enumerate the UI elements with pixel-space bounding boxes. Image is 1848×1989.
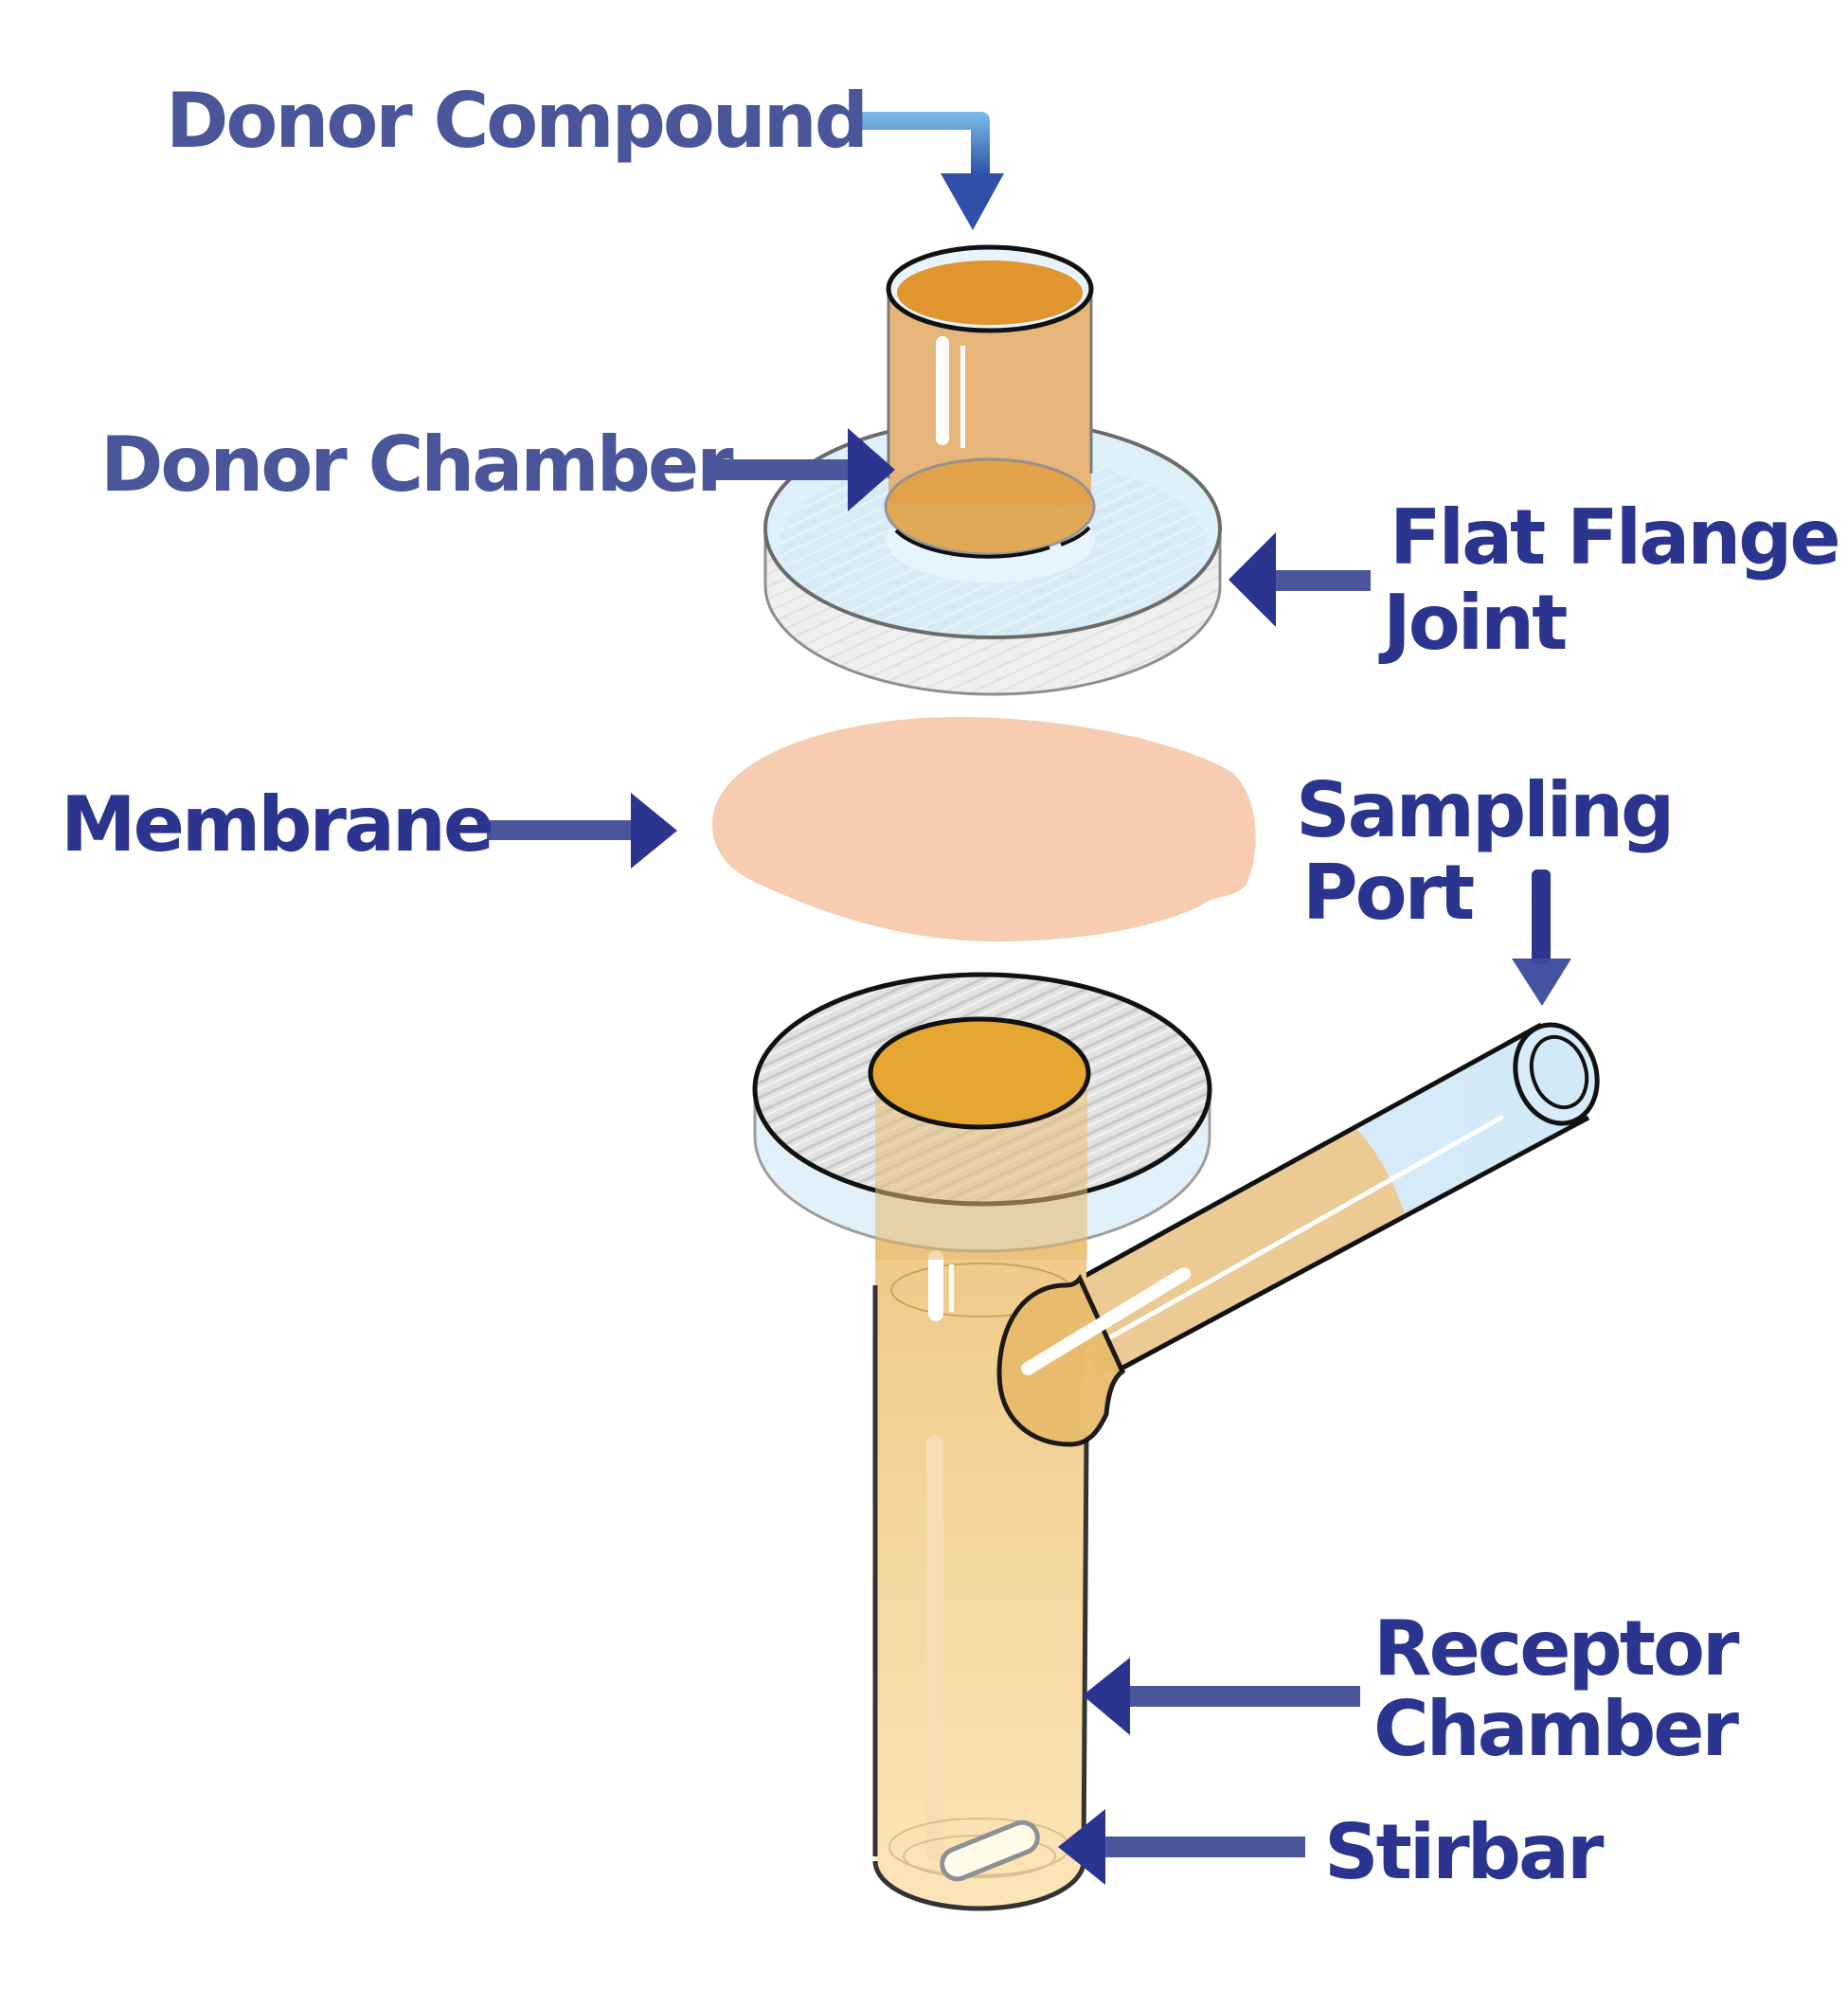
label-sampling-port-line2: Port bbox=[1302, 849, 1474, 937]
label-membrane: Membrane bbox=[61, 780, 492, 869]
donor-compound-liquid bbox=[897, 260, 1083, 325]
label-sampling-port-line1: Sampling bbox=[1296, 766, 1672, 854]
donor-chamber-bottom bbox=[884, 457, 1096, 556]
donor-chamber bbox=[884, 244, 1096, 559]
port-collar bbox=[996, 1274, 1126, 1447]
receptor-chamber-arrow-icon bbox=[1083, 1658, 1360, 1735]
membrane-arrow-icon bbox=[487, 793, 677, 869]
donor-compound-arrow-icon bbox=[853, 112, 1004, 230]
label-receptor-chamber-line1: Receptor bbox=[1373, 1604, 1740, 1693]
label-flat-flange-line1: Flat Flange bbox=[1390, 493, 1839, 582]
stirbar-arrow-icon bbox=[1058, 1809, 1305, 1885]
stirbar bbox=[940, 1819, 1040, 1882]
receptor-bottom-outline bbox=[872, 1860, 1086, 1911]
flange-arrow-icon bbox=[1229, 532, 1371, 627]
sampling-port-arrow-icon bbox=[1512, 869, 1571, 1006]
membrane-disc bbox=[712, 717, 1256, 942]
donor-highlight bbox=[936, 336, 949, 445]
port-tube-opening-inner bbox=[1529, 1034, 1589, 1110]
label-flat-flange-line2: Joint bbox=[1378, 579, 1567, 667]
label-donor-chamber: Donor Chamber bbox=[100, 421, 734, 509]
sampling-port-tube bbox=[1061, 1022, 1600, 1378]
receptor-liquid-surface bbox=[868, 1016, 1091, 1130]
donor-chamber-arrow-icon bbox=[715, 428, 895, 511]
label-receptor-chamber-line2: Chamber bbox=[1373, 1685, 1740, 1773]
label-stirbar: Stirbar bbox=[1324, 1808, 1605, 1896]
receptor-highlight bbox=[928, 1250, 943, 1321]
lower-flange bbox=[752, 972, 1212, 1260]
label-donor-compound: Donor Compound bbox=[166, 77, 866, 165]
